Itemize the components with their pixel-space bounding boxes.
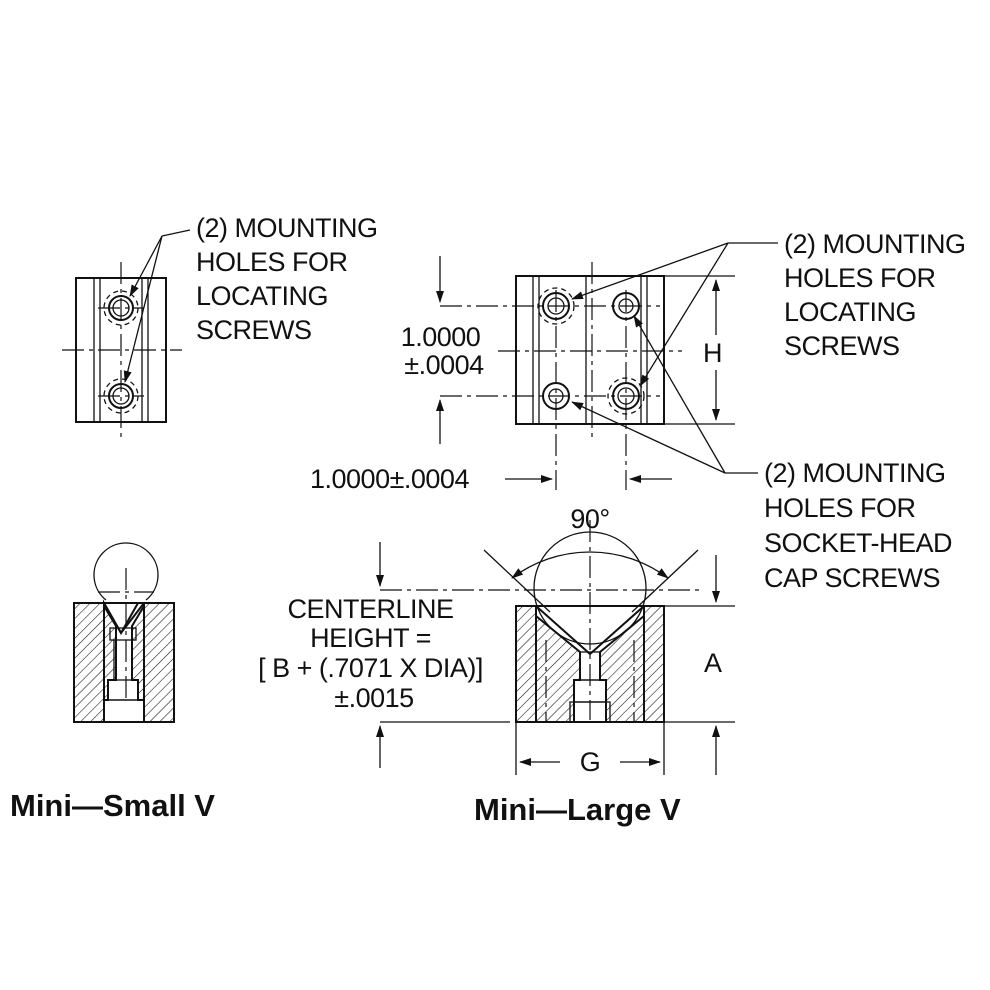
label-line: HEIGHT = [310, 623, 431, 653]
label-line: HOLES FOR [784, 263, 936, 293]
label-line: LOCATING [784, 297, 916, 327]
label-line: (2) MOUNTING [196, 213, 377, 243]
label-line: SOCKET-HEAD [764, 528, 952, 558]
vertical-spacing-dim: 1.0000 ±.0004 [401, 322, 488, 380]
label-line: SCREWS [196, 315, 312, 345]
dim-g-label: G [580, 747, 601, 777]
caption-small-v: Mini—Small V [10, 788, 215, 823]
dim-a-label: A [704, 648, 722, 678]
socket-hole-icon [612, 292, 640, 320]
large-socket-holes-label: (2) MOUNTING HOLES FOR SOCKET-HEAD CAP S… [764, 458, 959, 593]
label-line: SCREWS [784, 331, 900, 361]
socket-hole-icon [542, 382, 570, 410]
caption-large-v: Mini—Large V [474, 792, 681, 827]
label-line: LOCATING [196, 281, 328, 311]
label-line: (2) MOUNTING [784, 229, 965, 259]
large-v-section-view [376, 520, 735, 775]
horizontal-spacing-dim: 1.0000±.0004 [310, 464, 469, 494]
label-line: HOLES FOR [764, 493, 916, 523]
locating-hole-icon [542, 292, 570, 320]
large-v-top-view [436, 242, 778, 490]
label-line: CENTERLINE [287, 594, 453, 624]
dim-tolerance: ±.0004 [404, 350, 484, 380]
mounting-hole-icon [108, 295, 134, 321]
label-line: ±.0015 [334, 683, 413, 713]
label-line: HOLES FOR [196, 247, 348, 277]
small-holes-label: (2) MOUNTING HOLES FOR LOCATING SCREWS [196, 213, 385, 345]
small-v-section-view [73, 542, 175, 723]
label-line: CAP SCREWS [764, 563, 940, 593]
label-line: (2) MOUNTING [764, 458, 945, 488]
label-line: [ B + (.7071 X DIA)] [258, 653, 483, 683]
small-v-top-view [62, 229, 191, 438]
mounting-hole-icon [108, 383, 134, 409]
centerline-height-label: CENTERLINE HEIGHT = [ B + (.7071 X DIA)]… [258, 594, 490, 713]
dim-value: 1.0000 [401, 322, 481, 352]
large-locating-holes-label: (2) MOUNTING HOLES FOR LOCATING SCREWS [784, 229, 973, 361]
angle-label: 90° [570, 504, 609, 534]
locating-hole-icon [612, 382, 640, 410]
dim-h-label: H [703, 338, 722, 368]
